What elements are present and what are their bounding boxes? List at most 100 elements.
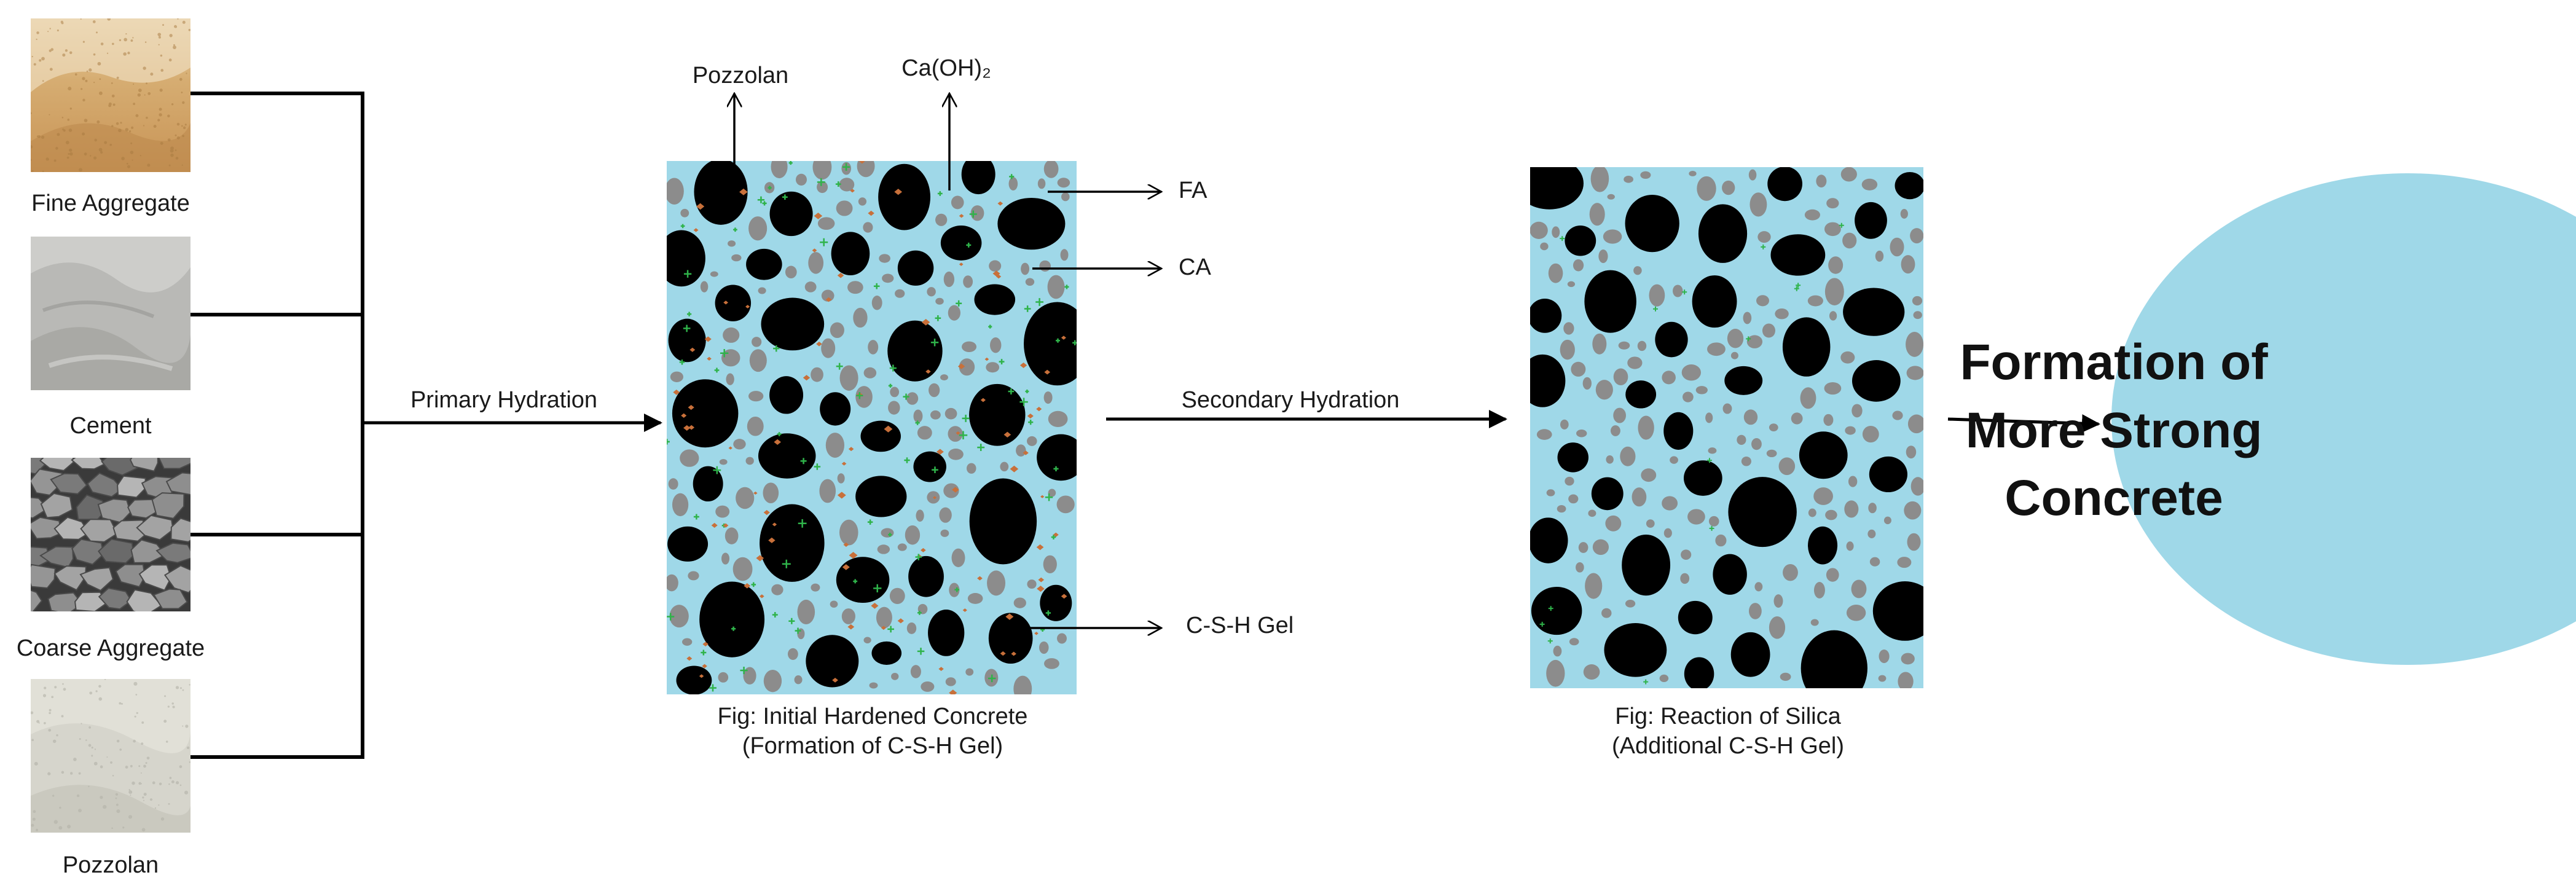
result-line3: Concrete	[2005, 470, 2223, 527]
coarse-aggregate-particle	[1713, 554, 1747, 595]
fine-aggregate-particle	[1907, 414, 1923, 434]
csh-gel-particle	[856, 392, 863, 399]
csh-gel-particle	[1560, 236, 1565, 241]
csh-gel-particle	[1045, 610, 1051, 616]
fine-aggregate-particle	[877, 544, 890, 554]
fine-aggregate-particle	[940, 529, 949, 537]
fine-aggregate-particle	[1897, 557, 1912, 568]
cement-photo	[31, 237, 190, 390]
fine-aggregate-particle	[1746, 335, 1763, 348]
csh-gel-particle	[773, 345, 780, 352]
fine-aggregate-particle	[1025, 278, 1035, 286]
fine-aggregate-particle	[1846, 541, 1854, 551]
fine-aggregate-particle	[1043, 391, 1053, 404]
fine-aggregate-particle	[1769, 616, 1786, 639]
fine-aggregate-particle	[721, 552, 730, 565]
caoh-crystal	[1027, 414, 1034, 419]
caoh-crystal	[739, 188, 748, 195]
caoh-crystal	[774, 439, 781, 446]
fine-aggregate-particle	[945, 677, 956, 686]
fine-aggregate-particle	[863, 367, 877, 379]
csh-gel-particle	[1796, 283, 1801, 288]
csh-gel-particle	[932, 466, 938, 473]
caoh-crystal	[768, 537, 776, 543]
caoh-crystal	[962, 608, 967, 612]
fine-aggregate-particle	[1824, 278, 1844, 305]
coarse-aggregate-particle	[1724, 366, 1763, 395]
csh-gel-particle	[731, 626, 736, 631]
fine-aggregate-particle	[1861, 178, 1878, 190]
fine-aggregate-particle	[1807, 295, 1823, 307]
fine-aggregate-particle	[837, 473, 845, 484]
csh-gel-particle	[795, 627, 801, 634]
caoh-crystal	[848, 447, 854, 452]
coarse-aggregate-particle	[1678, 600, 1713, 635]
fine-aggregate-particle	[836, 200, 853, 216]
csh-gel-particle	[667, 439, 670, 445]
coarse-aggregate-particle	[961, 161, 995, 195]
fine-aggregate-particle	[1048, 489, 1056, 497]
fine-aggregate-particle	[710, 271, 718, 277]
fine-aggregate-particle	[669, 605, 689, 628]
fine-aggregate-particle	[1620, 446, 1636, 466]
fine-aggregate-particle	[718, 672, 729, 683]
fine-aggregate-particle	[1670, 456, 1678, 464]
csh-gel-particle	[1053, 466, 1059, 472]
fine-aggregate-particle	[944, 407, 957, 420]
caoh-crystal	[847, 624, 855, 630]
fine-aggregate-particle	[1878, 675, 1887, 682]
fine-aggregate-particle	[1901, 653, 1915, 665]
fine-aggregate-particle	[1852, 404, 1863, 418]
csh-gel-particle	[903, 393, 909, 400]
fine-aggregate-particle	[1560, 339, 1575, 360]
csh-gel-particle	[788, 618, 795, 624]
csh-gel-particle	[917, 648, 925, 655]
fine-aggregate-particle	[1813, 487, 1833, 505]
coarse-aggregate-particle	[667, 230, 705, 287]
fine-aggregate-particle	[839, 519, 858, 546]
fine-aggregate-particle	[1582, 377, 1592, 390]
fine-aggregate-particle	[1780, 672, 1791, 681]
caoh-crystal	[702, 664, 707, 669]
coarse-aggregate-particle	[1625, 194, 1679, 253]
pozzolan-photo	[31, 679, 190, 833]
fine-aggregate-particle	[1826, 198, 1839, 209]
fine-aggregate-particle	[1907, 533, 1921, 551]
caoh-crystal	[753, 491, 758, 495]
caoh-crystal	[1061, 336, 1066, 340]
csh-gel-particle	[930, 339, 939, 347]
fine-aggregate-particle	[882, 273, 894, 283]
caoh-crystal	[693, 228, 699, 232]
fine-aggregate-particle	[1816, 175, 1827, 188]
ca-callout-label: CA	[1179, 254, 1211, 280]
fine-aggregate-particle	[839, 365, 858, 391]
coarse-aggregate-particle	[988, 613, 1033, 664]
fine-aggregate-particle	[1912, 296, 1923, 306]
fine-aggregate-particle	[1910, 228, 1923, 244]
coarse-aggregate-particle	[1843, 288, 1905, 336]
caoh-crystal	[1034, 632, 1039, 635]
fine-aggregate-particle	[890, 387, 900, 398]
fine-aggregate-particle	[732, 557, 753, 581]
coarse-aggregate-particle	[676, 665, 712, 694]
fine-aggregate-particle	[821, 338, 836, 358]
fine-aggregate-particle	[1601, 608, 1612, 618]
fine-aggregate-particle	[715, 505, 730, 518]
fine-aggregate-particle	[680, 208, 689, 218]
csh-gel-particle	[1839, 222, 1844, 228]
caoh-crystal	[814, 212, 823, 219]
csh-gel-particle	[1653, 306, 1658, 312]
csh-gel-particle	[835, 181, 841, 187]
caoh-crystal	[1000, 651, 1006, 656]
fine-aggregate-particle	[723, 327, 740, 343]
fine-aggregate-particle	[1013, 597, 1026, 608]
fine-aggregate-particle	[910, 665, 921, 678]
fine-aggregate-particle	[1697, 176, 1716, 201]
csh-gel-particle	[956, 300, 962, 307]
fine-aggregate-particle	[1840, 351, 1855, 364]
caoh-crystal	[837, 492, 846, 499]
coarse-aggregate-particle	[1767, 167, 1802, 202]
fine-aggregate-particle	[748, 391, 764, 402]
caoh-crystal	[688, 404, 694, 410]
caoh-crystal	[843, 542, 849, 548]
